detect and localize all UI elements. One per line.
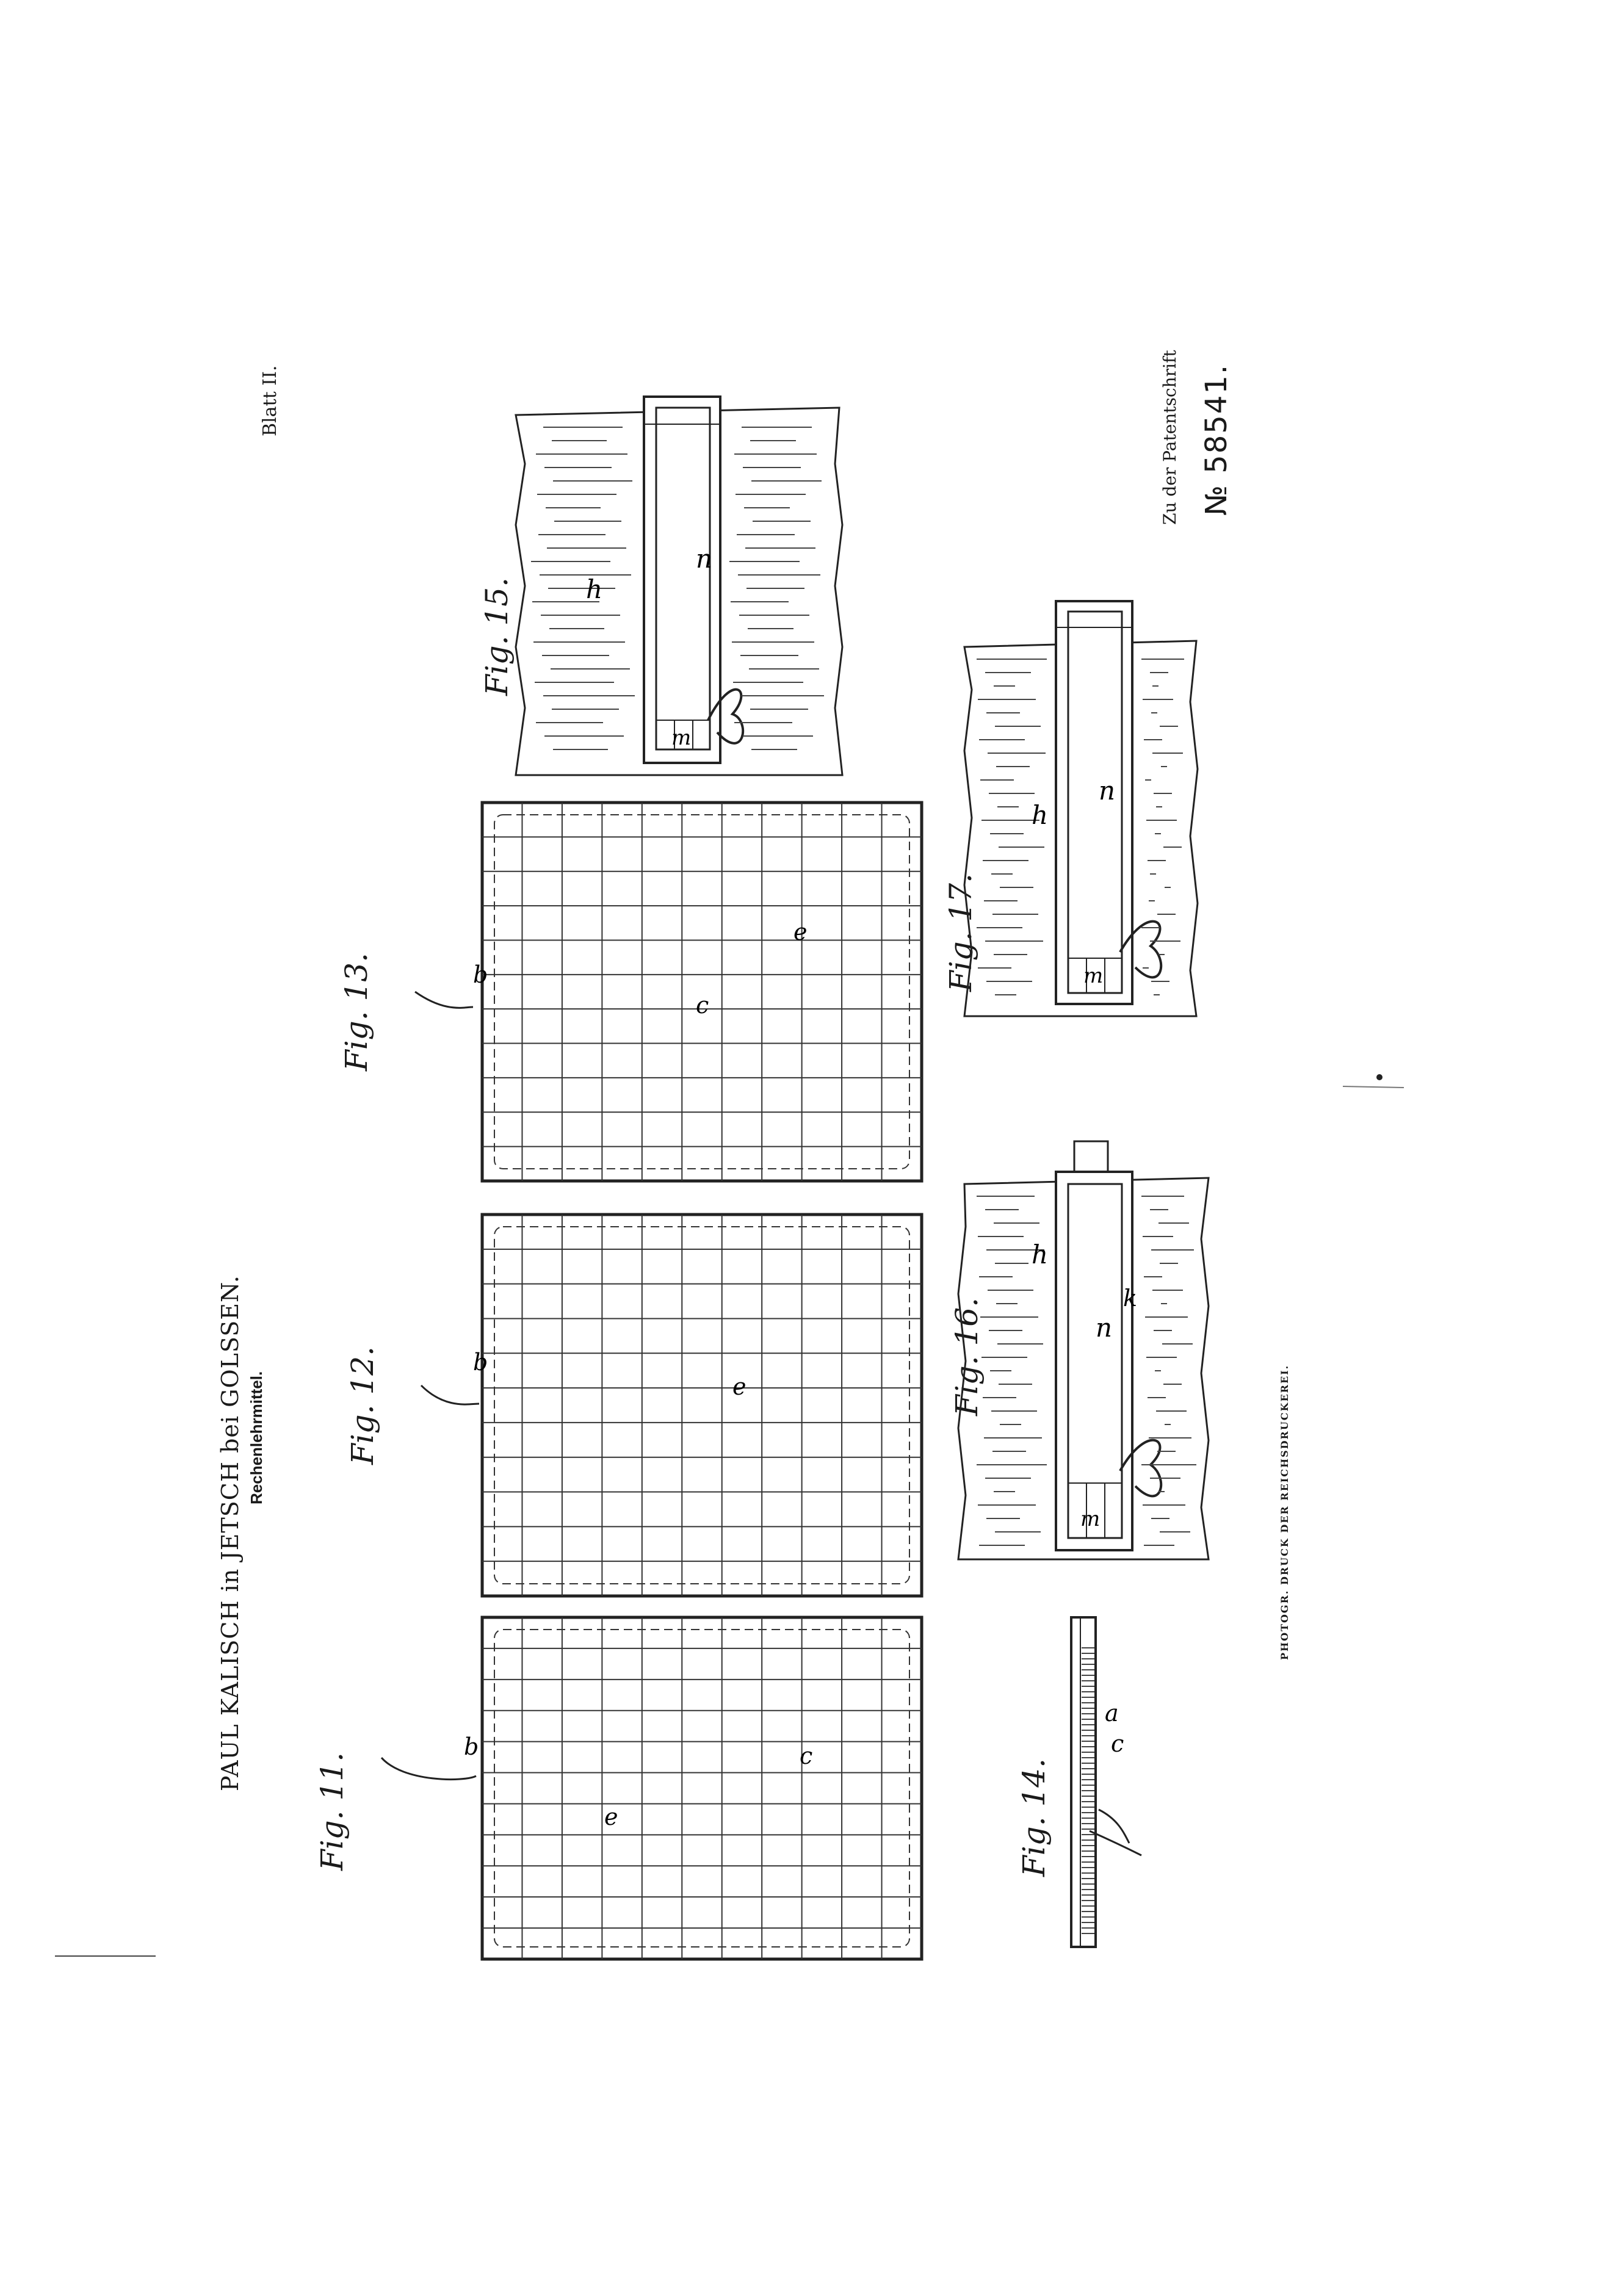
grid-frame — [480, 1213, 924, 1598]
fig-15-letter-h: h — [586, 574, 602, 604]
fig-13-leader — [414, 991, 474, 1009]
fig-11-letter-e: e — [604, 1803, 618, 1830]
fig-11-letter-c: c — [800, 1742, 812, 1769]
fig-13-letter-b: b — [473, 961, 488, 988]
fig-11-letter-b: b — [464, 1733, 479, 1760]
fig-13-letter-e: e — [793, 919, 808, 945]
fig-14-drawing — [1070, 1616, 1142, 1948]
fig-15-letter-n: n — [696, 544, 712, 574]
grid-frame — [480, 801, 924, 1183]
fig-14-letter-c: c — [1111, 1730, 1124, 1757]
fig-11-grid — [480, 1616, 924, 1961]
grid-frame — [480, 1616, 924, 1961]
fig-12-letter-b: b — [473, 1349, 488, 1376]
fig-17-letter-n: n — [1099, 776, 1115, 806]
fig-12-letter-e: e — [732, 1373, 746, 1400]
fig-15-letter-m: m — [671, 726, 691, 750]
margin-mark — [1342, 1086, 1404, 1088]
speck — [1376, 1074, 1383, 1080]
grid-inner-border — [494, 814, 910, 1169]
grid-inner-border — [494, 1629, 910, 1948]
fig-17-drawing — [963, 600, 1199, 1017]
fig-17-letter-m: m — [1083, 964, 1103, 988]
fig-16-letter-h: h — [1032, 1240, 1048, 1269]
fig-13-grid — [480, 801, 924, 1183]
fig-12-grid — [480, 1213, 924, 1598]
fig-16-letter-k: k — [1123, 1285, 1137, 1312]
fig-11-leader — [380, 1757, 477, 1781]
fig-17-letter-h: h — [1032, 800, 1048, 830]
fig-14-letter-a: a — [1105, 1700, 1119, 1727]
fig-16-drawing — [957, 1140, 1210, 1561]
grid-inner-border — [494, 1226, 910, 1584]
fig-15-drawing — [515, 395, 844, 776]
fig-16-letter-m: m — [1080, 1507, 1100, 1531]
fig-16-letter-n: n — [1096, 1313, 1112, 1343]
fig-13-letter-c: c — [696, 992, 709, 1019]
fig-12-leader — [420, 1384, 480, 1406]
